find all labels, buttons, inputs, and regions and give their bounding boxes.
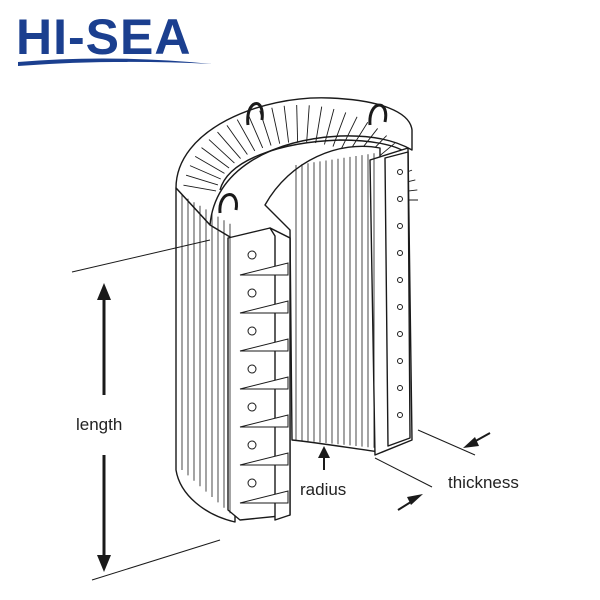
top-rib-line xyxy=(271,107,281,144)
top-rib-line xyxy=(340,116,358,150)
top-rib-line xyxy=(247,114,264,149)
radius-label: radius xyxy=(300,480,346,499)
fender-body xyxy=(175,97,418,523)
top-rib-line xyxy=(194,156,225,174)
bolt-icon xyxy=(397,196,403,202)
radius-arrow xyxy=(318,446,330,470)
top-rib-line xyxy=(189,165,221,180)
thickness-ext-2 xyxy=(417,429,476,456)
bolt-icon xyxy=(397,412,403,418)
right-steel-plate xyxy=(384,151,411,447)
wall-ribs xyxy=(181,153,375,514)
bolt-icon xyxy=(247,440,257,450)
bolt-icon xyxy=(397,223,403,229)
length-label: length xyxy=(76,415,122,434)
bolt-icon xyxy=(397,169,403,175)
gusset-plate xyxy=(239,338,289,352)
bolt-icon xyxy=(397,331,403,337)
bolt-icon xyxy=(397,250,403,256)
gusset-plate xyxy=(239,414,289,428)
lifting-lug-1 xyxy=(246,102,264,126)
fender-top-inner xyxy=(219,139,406,191)
top-rib-line xyxy=(185,174,219,186)
lifting-lug-3 xyxy=(218,193,238,214)
bolt-icon xyxy=(247,326,257,336)
bolt-icon xyxy=(397,358,403,364)
length-arrow xyxy=(97,283,111,572)
gusset-plate xyxy=(239,490,289,504)
bolt-icon xyxy=(397,385,403,391)
bolt-icon xyxy=(397,277,403,283)
top-rib-line xyxy=(296,105,299,143)
right-plate-bolts xyxy=(397,169,403,418)
top-rib-line xyxy=(283,105,290,143)
length-ext-top xyxy=(71,239,211,273)
top-rib-line xyxy=(208,139,235,164)
top-rib-line xyxy=(236,119,256,152)
length-ext-bottom xyxy=(91,539,221,581)
top-rib-line xyxy=(217,131,241,159)
inner-back-wall xyxy=(264,145,381,453)
gusset-plate xyxy=(239,452,289,466)
top-rib-line xyxy=(201,147,230,169)
gusset-plate xyxy=(239,262,289,276)
top-rib-line xyxy=(306,105,310,143)
bolt-icon xyxy=(247,402,257,412)
top-rib-line xyxy=(183,184,217,192)
dimension-lines xyxy=(71,239,476,581)
gusset-plate xyxy=(239,376,289,390)
left-outer-wall xyxy=(175,187,236,523)
gusset-plate xyxy=(239,300,289,314)
top-rib-line xyxy=(315,106,323,144)
thickness-label: thickness xyxy=(448,473,519,492)
bolt-icon xyxy=(247,364,257,374)
thickness-arrows xyxy=(397,432,491,511)
logo-swoosh xyxy=(18,58,212,66)
bolt-icon xyxy=(247,478,257,488)
bolt-icon xyxy=(247,288,257,298)
lifting-lug-2 xyxy=(368,103,388,126)
bolt-icon xyxy=(397,304,403,310)
fender-top-outer xyxy=(175,97,413,226)
lifting-lugs xyxy=(218,102,388,214)
left-plate-flange xyxy=(269,227,291,521)
top-rib-line xyxy=(226,125,248,155)
thickness-ext-1 xyxy=(374,457,433,488)
bolt-icon xyxy=(247,250,257,260)
logo-text: HI-SEA xyxy=(16,9,191,65)
left-plate-bolts xyxy=(239,250,289,504)
brand-logo: HI-SEA xyxy=(16,9,212,66)
top-rib-line xyxy=(324,108,335,145)
